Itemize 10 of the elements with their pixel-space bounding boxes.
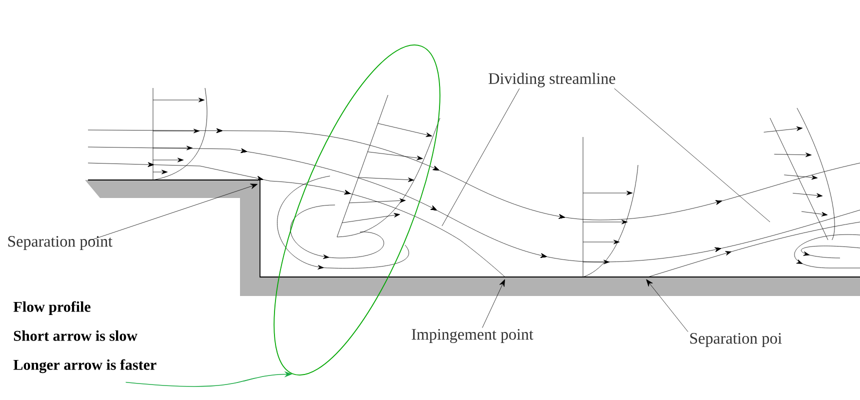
leader-line bbox=[482, 279, 505, 328]
callout-label: Separation poi bbox=[690, 333, 782, 347]
callout-label: Separation point bbox=[8, 236, 112, 250]
callout-label: Impingement point bbox=[412, 328, 534, 344]
leader-line bbox=[646, 279, 688, 332]
note-text: Flow profile Short arrow is slow Longer arrow is faster bbox=[13, 301, 156, 374]
leader-line bbox=[614, 88, 770, 222]
leader-line bbox=[88, 184, 258, 241]
callout-label: Dividing streamline bbox=[488, 72, 616, 88]
leader-line bbox=[442, 88, 520, 226]
